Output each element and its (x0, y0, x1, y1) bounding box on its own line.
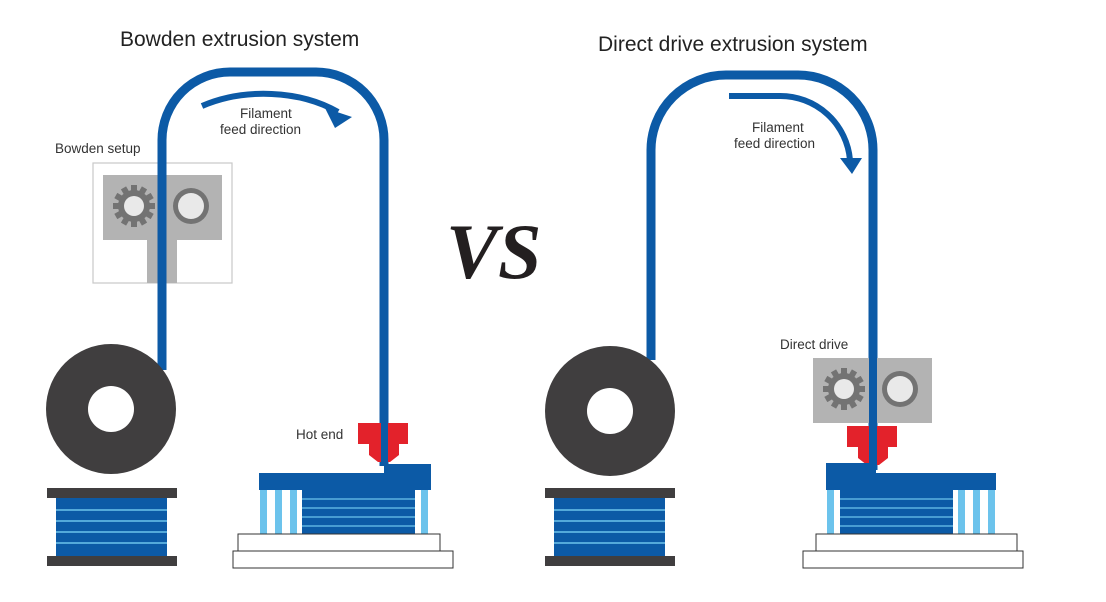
filament-through-extruder (869, 330, 877, 470)
direct-drive-filament (646, 70, 878, 470)
spool-stack-right (545, 488, 675, 566)
idler-bearing-icon-right (882, 371, 918, 407)
bowden-title: Bowden extrusion system (120, 28, 359, 51)
idler-bearing-icon (173, 188, 209, 224)
bowden-setup-label: Bowden setup (55, 141, 141, 156)
direct-drive-printed-part (826, 463, 996, 534)
bowden-tube (157, 67, 389, 466)
filament-spool (46, 344, 176, 474)
feed-direction-arrow-right (729, 92, 862, 174)
direct-drive-print-bed (802, 533, 1024, 569)
bowden-print-bed (232, 533, 454, 569)
direct-drive-title: Direct drive extrusion system (598, 33, 868, 56)
feed-label-line1: Filament (240, 106, 292, 121)
bowden-panel: Bowden extrusion system Bowden setup Fil… (46, 28, 454, 569)
hot-end-label: Hot end (296, 427, 343, 442)
feed-direction-arrow (200, 90, 352, 128)
feed-label-line2: feed direction (220, 122, 301, 137)
spool-stack (47, 488, 177, 566)
filament-spool-right (545, 346, 675, 476)
feed-label-right-line1: Filament (752, 120, 804, 135)
bowden-printed-part (259, 464, 431, 534)
direct-drive-panel: Direct drive extrusion system Filament f… (545, 33, 1024, 569)
direct-drive-label: Direct drive (780, 337, 848, 352)
vs-label: VS (446, 208, 541, 295)
filament-in-nozzle (381, 423, 388, 466)
feed-label-right-line2: feed direction (734, 136, 815, 151)
